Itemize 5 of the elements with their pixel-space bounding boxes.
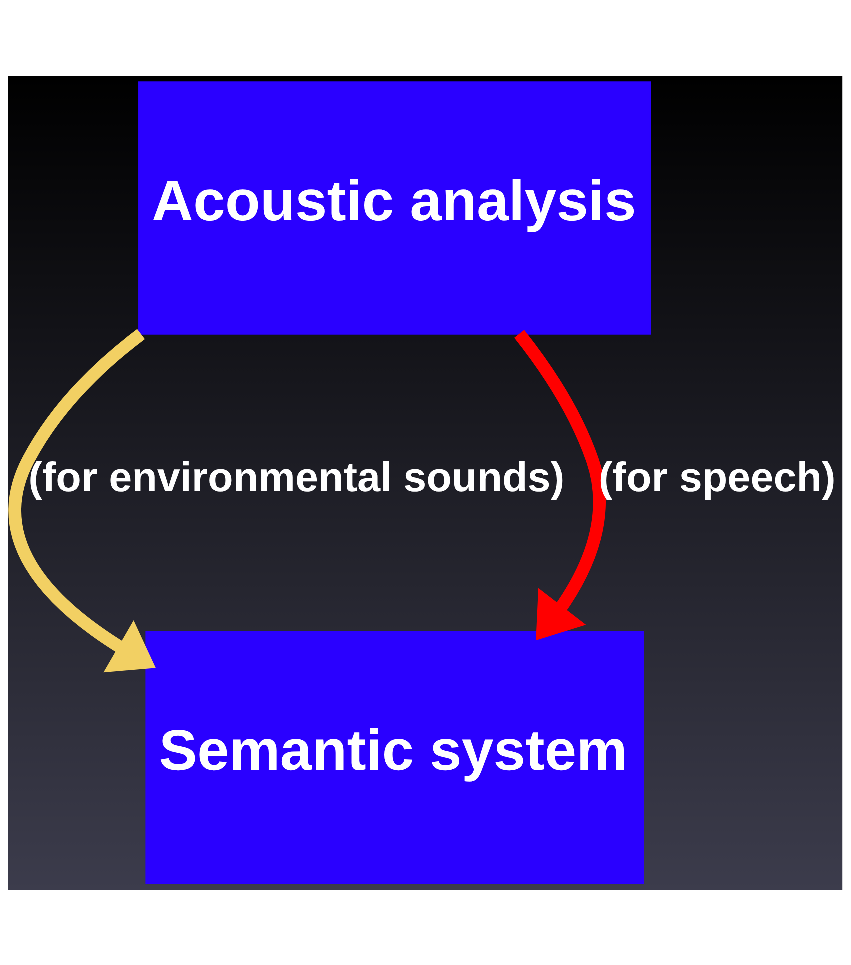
- arrow: [514, 330, 606, 640]
- node-box: Semantic system: [146, 630, 644, 884]
- edge-label: (for environmental sounds): [28, 454, 565, 500]
- node-box: Acoustic analysis: [138, 81, 652, 334]
- arrow: [8, 328, 156, 672]
